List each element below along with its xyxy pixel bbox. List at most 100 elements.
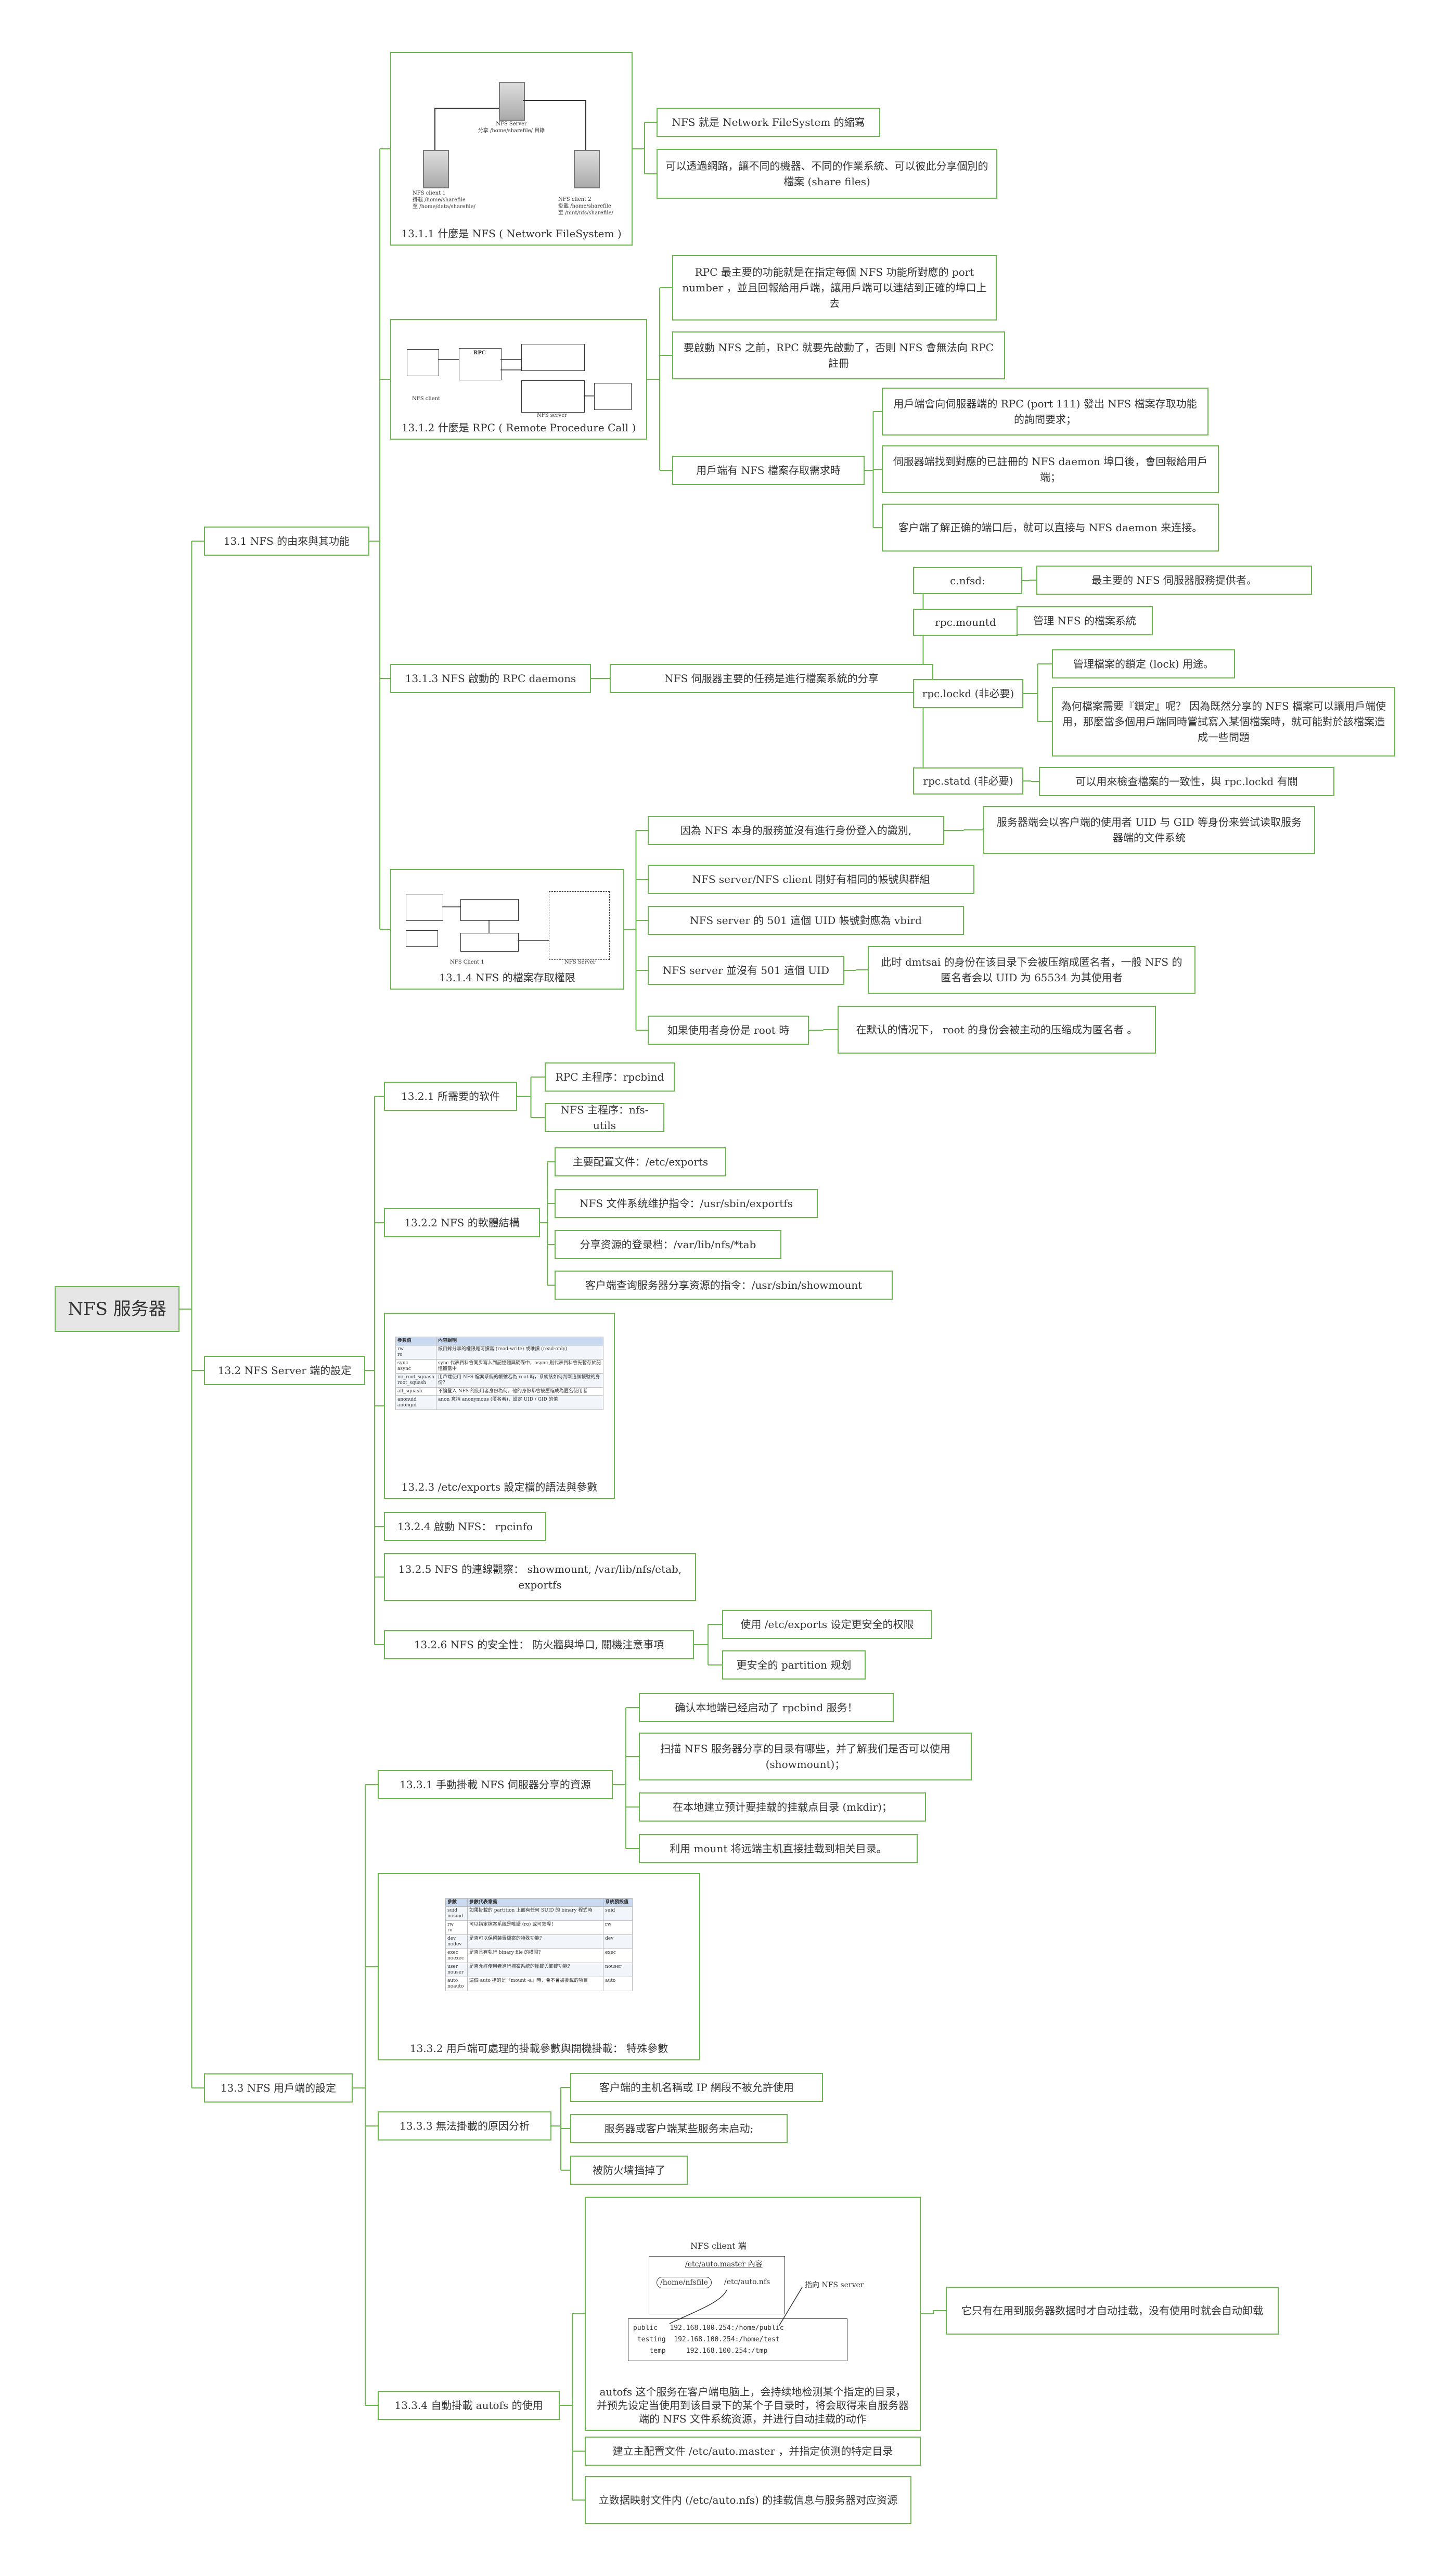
node-13-3-3-label: 13.3.3 無法掛載的原因分析 — [400, 2120, 530, 2132]
mount-step-1[interactable]: 确认本地端已经启动了 rpcbind 服务！ — [639, 1693, 894, 1722]
node-13-2-6[interactable]: 13.2.6 NFS 的安全性： 防火牆與埠口, 關機注意事項 — [384, 1630, 694, 1659]
daemon-lockd-desc-2[interactable]: 為何檔案需要『鎖定』呢？ 因為既然分享的 NFS 檔案可以讓用戶端使用，那麼當多… — [1052, 687, 1395, 757]
nfs-def-1-label: NFS 就是 Network FileSystem 的縮寫 — [672, 116, 865, 129]
fail-item-2[interactable]: 服务器或客户端某些服务未启动; — [570, 2114, 788, 2143]
autofs-step-2[interactable]: 立数据映射文件内 (/etc/auto.nfs) 的挂载信息与服务器对应资源 — [585, 2476, 911, 2524]
sec-item-2-label: 更安全的 partition 规划 — [736, 1659, 852, 1671]
autofs-side-label: 它只有在用到服务器数据时才自动挂载，没有使用时就会自动卸载 — [961, 2304, 1263, 2317]
daemon-statd-desc[interactable]: 可以用來檢查檔案的一致性，與 rpc.lockd 有關 — [1039, 767, 1334, 796]
mount-step-4[interactable]: 利用 mount 将远端主机直接挂载到相关目录。 — [639, 1834, 918, 1863]
table-cell: 這個 auto 指的是『mount -a』時，會不會被掛載的項目 — [467, 1977, 604, 1991]
perm-arrows — [442, 906, 549, 941]
fail-item-1[interactable]: 客户端的主机名稱或 IP 網段不被允許使用 — [570, 2073, 823, 2102]
daemon-lockd-desc-1-label: 管理檔案的鎖定 (lock) 用途。 — [1073, 658, 1214, 670]
autofs-master-label: /etc/auto.master 內容 — [685, 2260, 763, 2269]
sw-struct-4[interactable]: 客户端查询服务器分享资源的指令：/usr/sbin/showmount — [555, 1271, 893, 1300]
perm-item-5-desc[interactable]: 在默认的情况下， root 的身份会被主动的压缩成为匿名者 。 — [838, 1006, 1156, 1054]
sw-rpcbind[interactable]: RPC 主程序：rpcbind — [545, 1062, 675, 1092]
fail-item-3[interactable]: 被防火墙挡掉了 — [570, 2156, 688, 2185]
daemon-statd-label: rpc.statd (非必要) — [923, 775, 1013, 787]
sw-struct-3[interactable]: 分享资源的登录档：/var/lib/nfs/*tab — [555, 1230, 781, 1259]
table-header-cell: 參數值 — [395, 1337, 436, 1345]
sw-struct-3-label: 分享资源的登录档：/var/lib/nfs/*tab — [580, 1238, 756, 1251]
mount-step-3[interactable]: 在本地建立预计要挂载的挂载点目录 (mkdir)； — [639, 1792, 926, 1822]
perm-item-5-label: 如果使用者身份是 root 時 — [667, 1024, 790, 1036]
section-13-3[interactable]: 13.3 NFS 用戶端的設定 — [204, 2073, 353, 2103]
node-13-3-3[interactable]: 13.3.3 無法掛載的原因分析 — [378, 2111, 551, 2141]
daemon-nfsd-desc[interactable]: 最主要的 NFS 伺服器服務提供者。 — [1036, 566, 1312, 595]
sw-struct-1[interactable]: 主要配置文件：/etc/exports — [555, 1147, 726, 1176]
node-13-2-2[interactable]: 13.2.2 NFS 的軟體結構 — [384, 1208, 540, 1237]
perm-item-5[interactable]: 如果使用者身份是 root 時 — [648, 1016, 809, 1045]
table-cell: 用戶端使用 NFS 檔案系統的帳號若為 root 時，系統該如何判斷這個帳號的身… — [435, 1373, 603, 1388]
node-13-1-1[interactable]: NFS Server 分享 /home/sharefile/ 目錄 NFS cl… — [390, 52, 633, 246]
rpc-diagram-server: NFS server — [537, 413, 567, 417]
node-13-3-4[interactable]: 13.3.4 自動掛載 autofs 的使用 — [378, 2391, 560, 2420]
rpc-desc-2[interactable]: 要啟動 NFS 之前，RPC 就要先啟動了，否則 NFS 會無法向 RPC 註冊 — [672, 331, 1005, 379]
fail-item-3-label: 被防火墙挡掉了 — [593, 2164, 665, 2176]
perm-item-2[interactable]: NFS server/NFS client 剛好有相同的帳號與群組 — [648, 865, 974, 894]
table-cell: suid nosuid — [445, 1906, 468, 1921]
perm-item-3[interactable]: NFS server 的 501 這個 UID 帳號對應為 vbird — [648, 906, 964, 935]
sec-item-1[interactable]: 使用 /etc/exports 设定更安全的权限 — [722, 1610, 932, 1639]
daemon-mountd[interactable]: rpc.mountd — [913, 609, 1018, 636]
perm-item-1[interactable]: 因為 NFS 本身的服務並沒有進行身份登入的識別, — [648, 816, 944, 845]
section-13-2-label: 13.2 NFS Server 端的設定 — [217, 1364, 352, 1377]
node-13-1-2[interactable]: RPC NFS client NFS server 13.1.2 什麼是 RPC… — [390, 319, 647, 440]
rpc-request[interactable]: 用戶端有 NFS 檔案存取需求時 — [672, 456, 865, 485]
rpc-step-2[interactable]: 伺服器端找到對應的已註冊的 NFS daemon 埠口後，會回報給用戶端； — [882, 445, 1219, 493]
daemon-statd[interactable]: rpc.statd (非必要) — [913, 767, 1023, 794]
nfs-def-2[interactable]: 可以透過網路，讓不同的機器、不同的作業系統、可以彼此分享個別的檔案 (share… — [657, 149, 997, 199]
autofs-step-1-label: 建立主配置文件 /etc/auto.master ，并指定侦测的特定目录 — [612, 2445, 893, 2457]
node-13-2-1[interactable]: 13.2.1 所需要的软件 — [384, 1082, 517, 1111]
rpc-box-label: RPC — [473, 350, 486, 356]
root-node[interactable]: NFS 服务器 — [55, 1286, 179, 1332]
section-13-1[interactable]: 13.1 NFS 的由來與其功能 — [204, 527, 369, 556]
daemon-mountd-desc[interactable]: 管理 NFS 的檔案系統 — [1017, 606, 1153, 635]
autofs-side[interactable]: 它只有在用到服务器数据时才自动挂载，没有使用时就会自动卸载 — [946, 2287, 1279, 2335]
daemon-lockd-desc-1[interactable]: 管理檔案的鎖定 (lock) 用途。 — [1052, 649, 1235, 678]
perm-item-4[interactable]: NFS server 並沒有 501 這個 UID — [648, 956, 844, 985]
node-13-2-4[interactable]: 13.2.4 啟動 NFS： rpcinfo — [384, 1512, 546, 1541]
node-13-1-4[interactable]: NFS Client 1 NFS Server 13.1.4 NFS 的檔案存取… — [390, 869, 624, 990]
rpc-step-3[interactable]: 客户端了解正确的端口后，就可以直接与 NFS daemon 来连接。 — [882, 504, 1219, 552]
server-icon — [499, 82, 525, 121]
rpc-box — [459, 348, 502, 380]
node-13-1-3[interactable]: 13.1.3 NFS 啟動的 RPC daemons — [390, 664, 591, 693]
connector — [369, 148, 390, 930]
perm-client-box — [406, 894, 443, 921]
table-cell: exec — [603, 1949, 633, 1963]
perm-item-4-desc[interactable]: 此时 dmtsai 的身份在该目录下会被压缩成匿名者，一般 NFS 的匿名者会以… — [868, 946, 1195, 994]
nfs-def-1[interactable]: NFS 就是 Network FileSystem 的縮寫 — [657, 108, 880, 137]
perm-item-1-desc[interactable]: 服务器端会以客户端的使用者 UID 与 GID 等身份来尝试读取服务器端的文件系… — [983, 806, 1315, 854]
daemon-lockd[interactable]: rpc.lockd (非必要) — [913, 679, 1023, 708]
rpc-step-1[interactable]: 用戶端會向伺服器端的 RPC (port 111) 發出 NFS 檔案存取功能的… — [882, 388, 1208, 435]
sw-struct-2[interactable]: NFS 文件系统维护指令：/usr/sbin/exportfs — [555, 1189, 818, 1218]
section-13-2[interactable]: 13.2 NFS Server 端的設定 — [204, 1356, 365, 1385]
daemon-nfsd[interactable]: c.nfsd: — [913, 567, 1022, 594]
table-cell: auto noauto — [445, 1977, 468, 1991]
autofs-desc[interactable]: NFS client 端 /etc/auto.master 內容 /home/n… — [585, 2197, 921, 2431]
node-13-2-5[interactable]: 13.2.5 NFS 的連線觀察： showmount, /var/lib/nf… — [384, 1553, 696, 1601]
perm-diagram-client: NFS Client 1 — [450, 959, 484, 965]
autofs-arrows — [669, 2287, 803, 2327]
connector — [613, 1707, 639, 1849]
nfs-server-task[interactable]: NFS 伺服器主要的任務是進行檔案系統的分享 — [610, 664, 933, 693]
sw-nfs-utils[interactable]: NFS 主程序：nfs-utils — [545, 1103, 664, 1132]
rpc-desc-1[interactable]: RPC 最主要的功能就是在指定每個 NFS 功能所對應的 port number… — [672, 255, 997, 321]
sec-item-2[interactable]: 更安全的 partition 规划 — [722, 1650, 866, 1680]
diagram-server-label: NFS Server — [496, 121, 527, 127]
node-13-1-4-label: 13.1.4 NFS 的檔案存取權限 — [439, 971, 575, 984]
autofs-step-1[interactable]: 建立主配置文件 /etc/auto.master ，并指定侦测的特定目录 — [585, 2437, 921, 2466]
connector — [517, 1076, 545, 1118]
node-13-3-1[interactable]: 13.3.1 手動掛載 NFS 伺服器分享的資源 — [378, 1770, 613, 1799]
mount-step-2[interactable]: 扫描 NFS 服务器分享的目录有哪些，并了解我们是否可以使用 (showmoun… — [639, 1733, 972, 1780]
mount-step-1-label: 确认本地端已经启动了 rpcbind 服务！ — [675, 1701, 858, 1714]
